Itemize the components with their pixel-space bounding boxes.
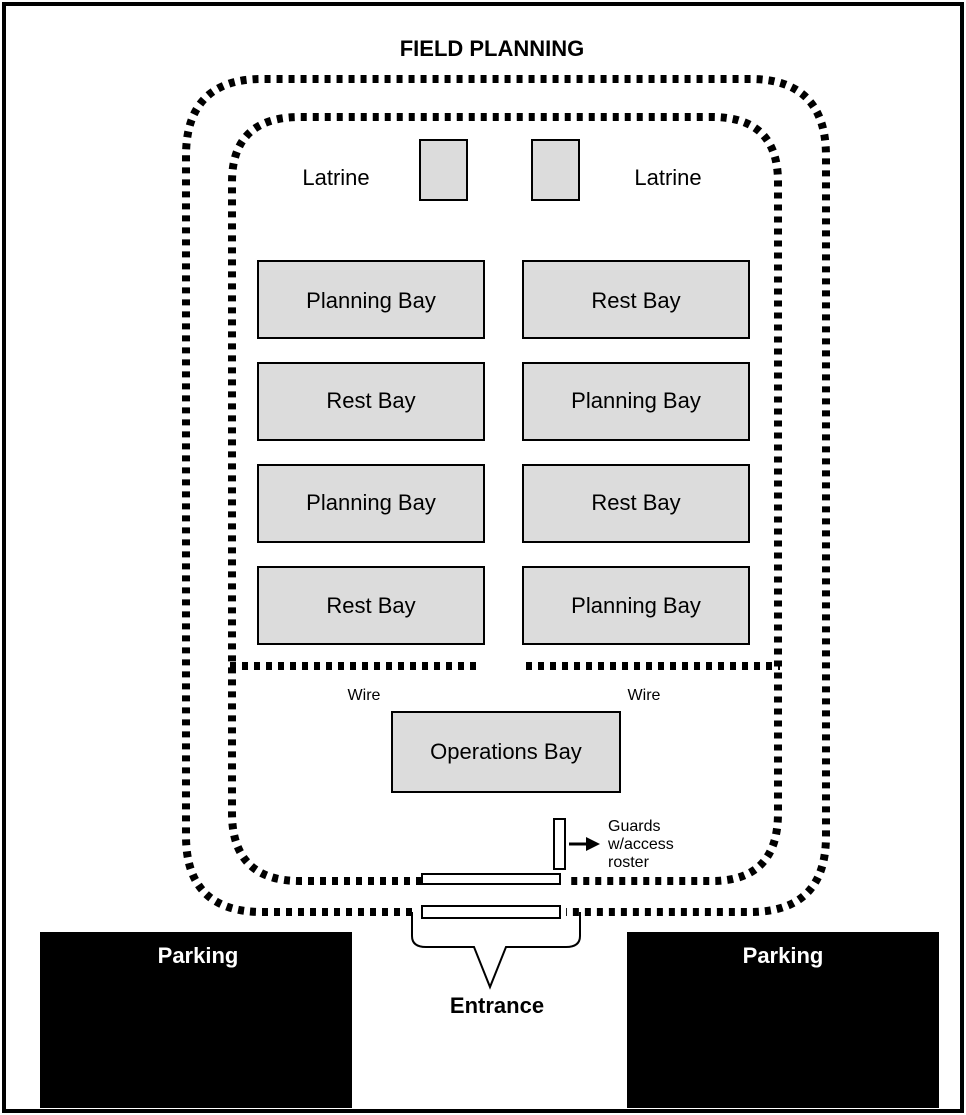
outer-gate [421, 905, 561, 919]
entrance-label: Entrance [450, 993, 544, 1018]
bay-right-2-label: Planning Bay [571, 388, 701, 413]
guard-post [553, 818, 566, 870]
bay-right-3-label: Rest Bay [591, 490, 680, 515]
guards-note-line-3: roster [608, 854, 650, 871]
latrine-label-left: Latrine [302, 165, 369, 190]
bay-left-2 [257, 362, 485, 441]
guards-note: Guards w/access roster [607, 818, 678, 871]
bay-right-4-label: Planning Bay [571, 593, 701, 618]
bay-right-3 [522, 464, 750, 543]
parking-label-left: Parking [158, 943, 239, 968]
operations-bay-label: Operations Bay [430, 739, 582, 764]
page-title: FIELD PLANNING [400, 36, 585, 61]
latrine-box-left [419, 139, 468, 201]
bay-left-4 [257, 566, 485, 645]
guards-note-line-1: Guards [608, 818, 660, 835]
bay-left-1 [257, 260, 485, 339]
bay-right-4 [522, 566, 750, 645]
latrine-label-right: Latrine [634, 165, 701, 190]
inner-gate [421, 873, 561, 885]
wire-label-right: Wire [628, 687, 661, 704]
latrine-box-right [531, 139, 580, 201]
bay-left-2-label: Rest Bay [326, 388, 415, 413]
parking-area-left [40, 932, 352, 1108]
guard-arrow-head [586, 837, 600, 851]
outer-perimeter-wire [182, 75, 830, 916]
bay-left-1-label: Planning Bay [306, 288, 436, 313]
operations-bay [391, 711, 621, 793]
bay-left-3 [257, 464, 485, 543]
guards-note-line-2: w/access [607, 836, 674, 853]
bay-left-3-label: Planning Bay [306, 490, 436, 515]
wire-label-left: Wire [348, 687, 381, 704]
bay-right-1 [522, 260, 750, 339]
parking-label-right: Parking [743, 943, 824, 968]
bay-right-1-label: Rest Bay [591, 288, 680, 313]
parking-area-right [627, 932, 939, 1108]
bay-right-2 [522, 362, 750, 441]
entrance-brace [411, 912, 581, 990]
bay-left-4-label: Rest Bay [326, 593, 415, 618]
